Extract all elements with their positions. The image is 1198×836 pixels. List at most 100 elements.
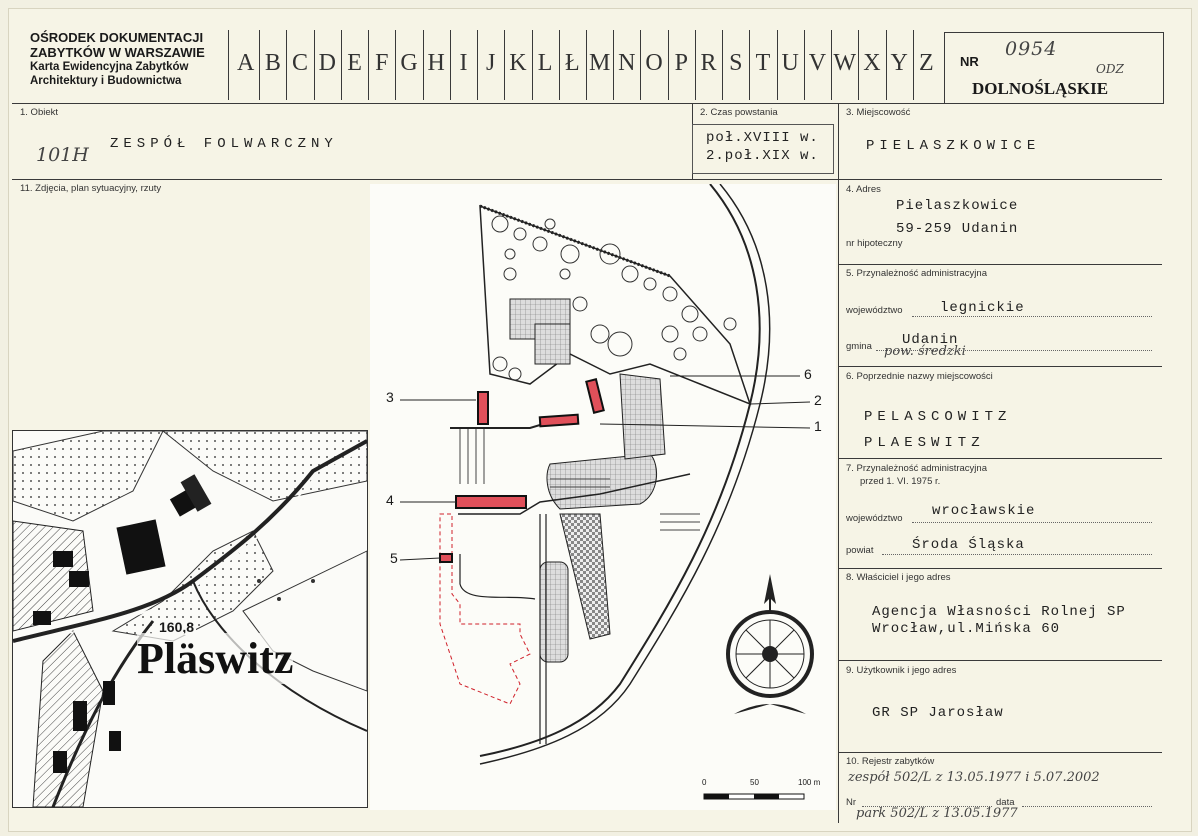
woj-label: województwo	[846, 305, 903, 316]
site-plan: 3 4 5 6 2 1 0 50 100 m	[370, 183, 836, 810]
tree-symbol	[607, 331, 633, 357]
alphabet-letter: D	[318, 50, 336, 76]
map-elevation: 160,8	[157, 619, 197, 635]
miejscowosc-value: PIELASZKOWICE	[866, 138, 1041, 154]
alphabet-divider	[422, 30, 424, 100]
tree-symbol	[559, 268, 571, 280]
alphabet-divider	[286, 30, 288, 100]
alphabet-divider	[259, 30, 261, 100]
divider-right-column	[838, 103, 839, 823]
tree-symbol	[492, 356, 508, 372]
alphabet-divider	[803, 30, 805, 100]
tree-symbol	[681, 305, 699, 323]
callout-3: 3	[386, 389, 394, 405]
tree-symbol	[503, 267, 517, 281]
alphabet-letter: F	[375, 50, 389, 76]
alphabet-divider	[912, 30, 914, 100]
gmina-dotline	[876, 350, 1152, 351]
alphabet-letter: V	[808, 50, 827, 76]
rejestr-hand-1: zespół 502/L z 13.05.1977 i 5.07.2002	[848, 770, 1100, 785]
adres-label: 4. Adres	[846, 184, 881, 195]
alphabet-letter: P	[674, 50, 688, 76]
card-line2: Architektury i Budownictwa	[30, 75, 182, 87]
alphabet-letter: M	[588, 50, 611, 76]
scale-bar	[703, 793, 805, 800]
right-line-6	[838, 752, 1162, 753]
woj75-label: województwo	[846, 513, 903, 524]
tree-symbol	[572, 296, 588, 312]
zdjecia-label: 11. Zdjęcia, plan sytuacyjny, rzuty	[20, 183, 162, 194]
alphabet-divider	[531, 30, 533, 100]
scale-tick-0: 0	[702, 778, 707, 787]
alphabet-divider	[831, 30, 833, 100]
rejestr-data-dotline	[1022, 806, 1152, 807]
hipoteczny-label: nr hipoteczny	[846, 238, 903, 249]
alphabet-divider	[749, 30, 751, 100]
wlasciciel-line1: Agencja Własności Rolnej SP	[872, 604, 1126, 620]
alphabet-letter: W	[833, 50, 856, 76]
powiat-label: powiat	[846, 545, 874, 556]
alphabet-divider	[368, 30, 370, 100]
adres-line2: 59-259 Udanin	[896, 221, 1019, 237]
tree-symbol	[513, 227, 527, 241]
woj-value: legnickie	[940, 300, 1025, 316]
alphabet-letter: K	[509, 50, 527, 76]
rejestr-data-label: data	[996, 797, 1015, 808]
alphabet-divider	[558, 30, 560, 100]
callout-5: 5	[390, 550, 398, 566]
alphabet-letter: Y	[890, 50, 908, 76]
alphabet-letter: S	[729, 50, 743, 76]
admin-label: 5. Przynależność administracyjna	[846, 268, 987, 279]
callout-1: 1	[814, 418, 822, 434]
tree-symbol	[504, 248, 516, 260]
nr-value: 0954	[1005, 38, 1058, 60]
alphabet-divider	[667, 30, 669, 100]
miejscowosc-label: 3. Miejscowość	[846, 107, 911, 118]
historic-map-drawing	[13, 431, 367, 807]
alphabet-divider	[885, 30, 887, 100]
map-place-name: Pläswitz	[137, 633, 294, 684]
alphabet-letter: Ł	[565, 50, 580, 76]
woj75-value: wrocławskie	[932, 503, 1036, 519]
tree-symbol	[560, 244, 580, 264]
region-name: DOLNOŚLĄSKIE	[972, 79, 1109, 98]
alphabet-divider	[613, 30, 615, 100]
alphabet-letter: R	[700, 50, 717, 76]
tree-symbol	[692, 326, 708, 342]
gmina-value: Udanin	[902, 332, 959, 348]
poprzednie-label: 6. Poprzednie nazwy miejscowości	[846, 371, 993, 382]
woj-dotline	[912, 316, 1152, 317]
scale-tick-100: 100 m	[798, 778, 821, 787]
powiat-dotline	[882, 554, 1152, 555]
scale-tick-50: 50	[750, 778, 759, 787]
wlasciciel-line2: Wrocław,ul.Mińska 60	[872, 621, 1061, 637]
right-line-3	[838, 458, 1162, 459]
alphabet-letter: A	[236, 50, 255, 76]
header-divider	[228, 30, 229, 100]
alphabet-letter: I	[459, 50, 468, 76]
alphabet-divider	[504, 30, 506, 100]
rejestr-hand-2: park 502/L z 13.05.1977	[856, 806, 1018, 821]
admin75-label1: 7. Przynależność administracyjna	[846, 463, 987, 474]
obiekt-hand-number: 101H	[36, 144, 89, 166]
callout-2: 2	[814, 392, 822, 408]
czas-line1: poł.XVIII w.	[706, 130, 819, 146]
card-line1: Karta Ewidencyjna Zabytków	[30, 61, 189, 73]
alphabet-letter: C	[292, 50, 309, 76]
row-line-2	[12, 179, 1162, 180]
admin75-label2: przed 1. VI. 1975 r.	[860, 476, 941, 487]
poprzednie-2: PLAESWITZ	[864, 435, 985, 451]
alphabet-divider	[858, 30, 860, 100]
alphabet-divider	[477, 30, 479, 100]
tree-symbol	[508, 367, 522, 381]
alphabet-letter: T	[755, 50, 771, 76]
alphabet-letter: O	[645, 50, 663, 76]
rejestr-label: 10. Rejestr zabytków	[846, 756, 935, 767]
alphabet-divider	[640, 30, 642, 100]
right-line-2	[838, 366, 1162, 367]
tree-symbol	[673, 347, 687, 361]
tree-symbol	[621, 265, 639, 283]
tree-symbol	[491, 215, 509, 233]
institution-name: OŚRODEK DOKUMENTACJI ZABYTKÓW W WARSZAWI…	[30, 30, 205, 60]
uzytkownik-value: GR SP Jarosław	[872, 705, 1004, 721]
